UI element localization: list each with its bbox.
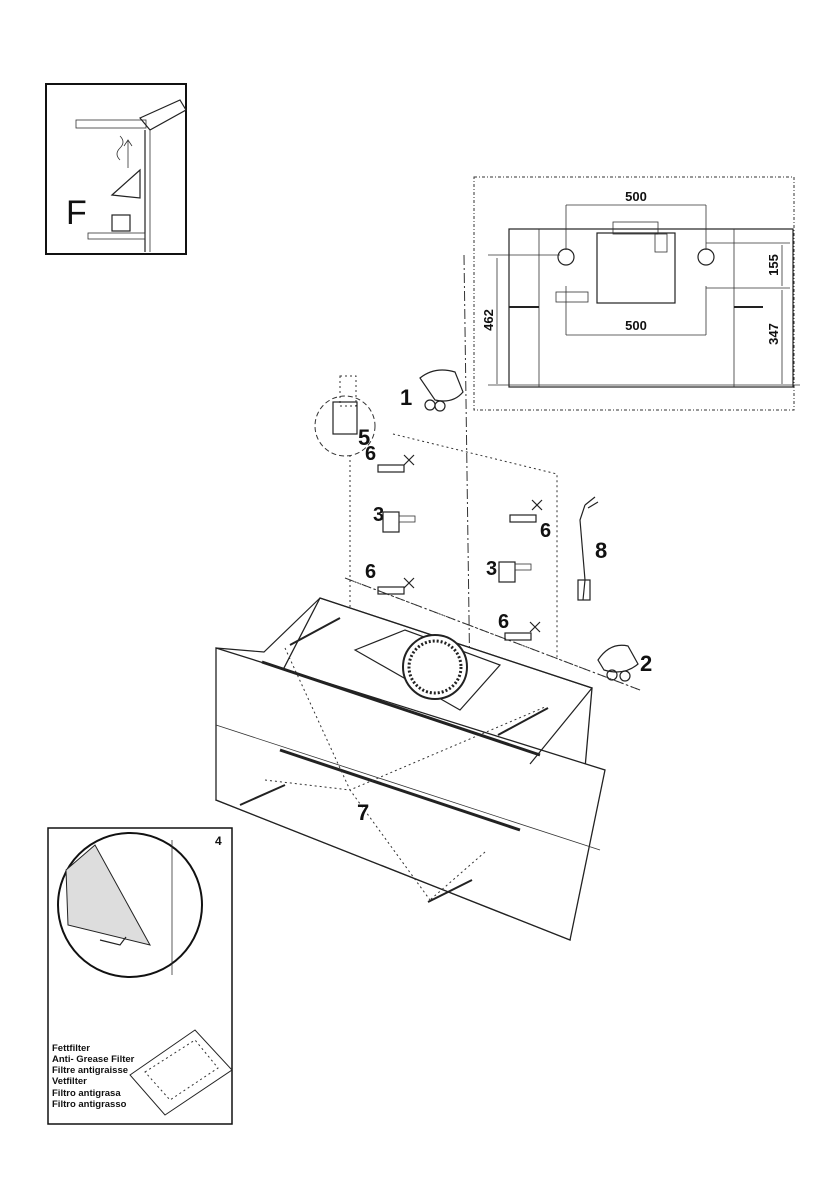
filter-label-nl: Vetfilter	[52, 1076, 87, 1087]
dimension-bottom-width: 500	[625, 318, 647, 333]
callout-6d: 6	[498, 611, 509, 633]
hand-icon-step-2: 2	[597, 644, 652, 682]
dimension-diagram: 500 500 462 155 347	[473, 176, 800, 411]
dimension-right-lower: 347	[766, 323, 781, 345]
filter-label-it: Filtro antigrasso	[52, 1099, 127, 1110]
callout-2: 2	[640, 651, 652, 676]
power-cable: 8	[577, 496, 607, 601]
detail-bracket-5: 5	[314, 375, 376, 457]
inset-recirculation-mode: F	[45, 83, 187, 255]
dimension-left-height: 462	[481, 309, 496, 331]
hook-bracket-group: 3 3	[373, 504, 532, 583]
dimension-right-upper: 155	[766, 254, 781, 276]
inset-number-4: 4	[215, 834, 222, 848]
callout-3b: 3	[486, 558, 497, 580]
filter-label-en: Anti- Grease Filter	[52, 1054, 135, 1065]
filter-label-es: Filtro antigrasa	[52, 1088, 121, 1099]
hand-icon-step-1: 1	[400, 369, 464, 412]
wall-plug-group: 6 6 6 6	[365, 443, 551, 641]
inset-grease-filter: 4 Fettfilter Anti- Grease Filter Filtre …	[47, 827, 233, 1125]
callout-3a: 3	[373, 504, 384, 526]
callout-6c: 6	[365, 561, 376, 583]
filter-panel-image	[129, 1029, 233, 1116]
callout-8: 8	[595, 538, 607, 563]
callout-7: 7	[357, 800, 369, 825]
callout-1: 1	[400, 385, 412, 410]
callout-5: 5	[358, 425, 370, 450]
callout-6a: 6	[365, 443, 376, 465]
center-axis-line	[463, 254, 471, 691]
callout-6b: 6	[540, 520, 551, 542]
cooker-hood: 7	[215, 597, 606, 941]
mode-label-f: F	[66, 194, 87, 232]
dimension-top-width: 500	[625, 189, 647, 204]
filter-label-fr: Filtre antigraisse	[52, 1065, 128, 1076]
filter-label-de: Fettfilter	[52, 1043, 90, 1054]
